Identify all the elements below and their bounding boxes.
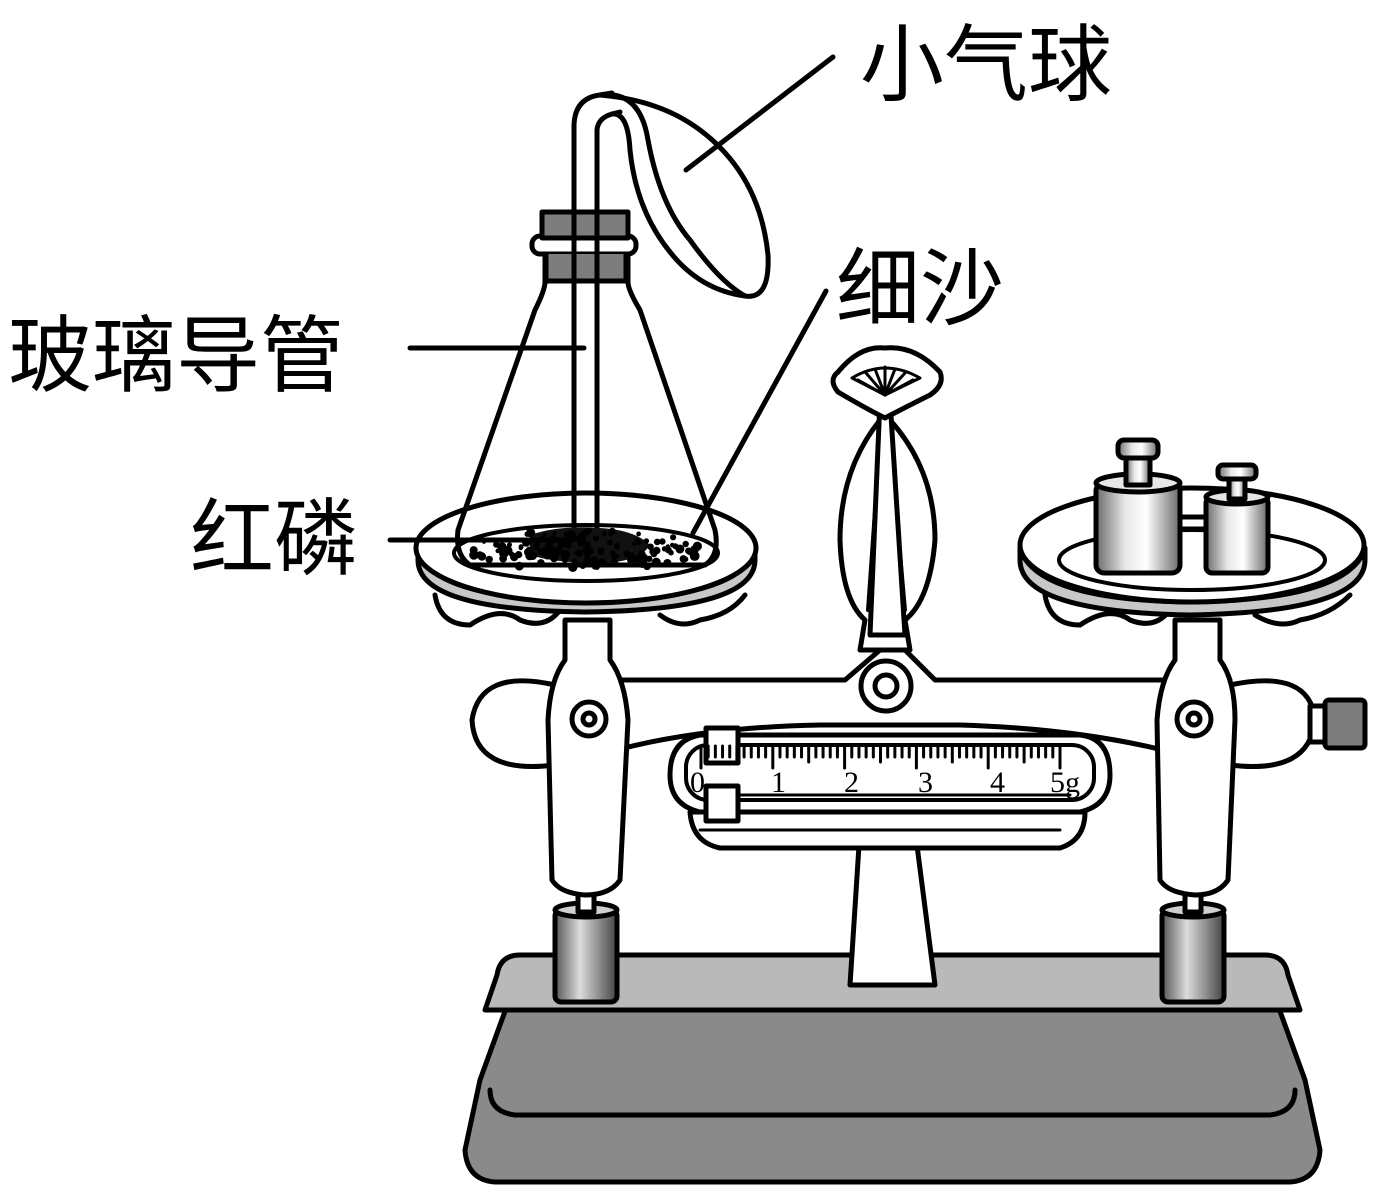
conical-flask (455, 209, 719, 568)
balloon (597, 92, 771, 299)
sand-grain (578, 531, 586, 540)
sand-leader (690, 288, 829, 536)
sand-grain (542, 532, 547, 537)
sand-grain (592, 535, 600, 542)
sand-grain (610, 558, 619, 566)
sand-grain (579, 562, 587, 569)
sand-grain (613, 543, 621, 550)
leader-lines (387, 54, 836, 543)
sand-grain (549, 562, 555, 567)
sand-grain (601, 531, 608, 537)
sand-grain (682, 540, 689, 548)
sand-grain (670, 534, 677, 541)
sand-grain (543, 551, 552, 560)
sand-grain (585, 527, 593, 535)
tick-label: 2 (844, 766, 859, 799)
tick-label: 4 (990, 766, 1005, 799)
sand-grain (651, 557, 661, 567)
sand-grain (526, 528, 536, 538)
sand-grain (659, 538, 666, 545)
sand-grain (469, 550, 479, 560)
sand-grain (643, 554, 648, 559)
balloon-leader (683, 54, 836, 173)
sand-grain (566, 530, 577, 540)
sand-grain (596, 560, 601, 565)
sand-grain (611, 553, 617, 559)
tick-label: 5g (1050, 766, 1080, 799)
sand-grain (647, 543, 654, 551)
pointer (830, 345, 944, 714)
sand-grain (626, 554, 637, 565)
tick-label: 3 (918, 766, 933, 799)
balance-pillar (847, 827, 938, 988)
sand-grain (670, 542, 675, 548)
sand-grain (632, 541, 637, 546)
sand-grain (537, 548, 544, 556)
sand-grain (537, 559, 545, 567)
weight-large (1093, 437, 1183, 576)
sand-grain (607, 539, 614, 546)
tick-label: 0 (690, 766, 705, 799)
sand-grain (518, 546, 523, 551)
red-phosphorus-and-sand (469, 527, 703, 573)
sand-grain (485, 555, 493, 564)
sand-grain (643, 538, 650, 544)
sand-grain (682, 556, 689, 562)
sand-grain (594, 564, 600, 570)
right-pan (1017, 485, 1368, 628)
sand-grain (646, 555, 653, 562)
sand-grain (676, 548, 682, 553)
sand-grain (636, 539, 642, 546)
label-glass-tube: 玻璃导管 (8, 307, 344, 405)
sand-grain (635, 555, 640, 560)
sand-grain (582, 546, 590, 554)
sand-grain (653, 538, 661, 546)
sand-grain (503, 546, 512, 554)
label-balloon: 小气球 (860, 16, 1112, 114)
sand-grain (532, 542, 541, 550)
scale-numbers: 0 1 2 3 4 5g (690, 766, 1080, 799)
sand-grain (571, 558, 578, 565)
sand-grain (477, 552, 482, 557)
sand-grain (643, 562, 651, 571)
sand-grain (597, 547, 605, 556)
sand-grain (524, 547, 533, 557)
sand-grain (574, 550, 579, 556)
tick-label: 1 (771, 766, 786, 799)
sand-grain (665, 546, 672, 554)
sand-grain (514, 561, 524, 571)
label-red-phosphorus: 红磷 (190, 490, 358, 588)
sand-grain (608, 530, 614, 537)
sand-grain (549, 553, 559, 563)
left-foot (552, 887, 620, 1005)
sand-grain (577, 540, 585, 547)
sand-grain (589, 556, 599, 566)
label-fine-sand: 细沙 (836, 240, 1004, 338)
sand-grain (650, 550, 658, 558)
sand-grain (663, 559, 672, 567)
sand-grain (545, 542, 554, 551)
balance-base (462, 952, 1323, 1185)
sand-grain (552, 531, 557, 536)
sand-grain (636, 531, 641, 537)
right-hanger (1154, 617, 1238, 898)
sand-grain (584, 554, 591, 560)
sand-grain (568, 562, 578, 573)
left-hanger (545, 617, 631, 898)
sand-grain (510, 553, 519, 562)
glass-tube (571, 90, 623, 543)
weight-small (1177, 462, 1271, 576)
sand-grain (598, 558, 607, 567)
scale-ticks (699, 744, 1062, 770)
sand-grain (561, 555, 569, 563)
right-foot (1159, 887, 1227, 1005)
rider-scale (667, 725, 1113, 851)
sand-grain (584, 541, 591, 548)
sand-grain (686, 548, 694, 556)
